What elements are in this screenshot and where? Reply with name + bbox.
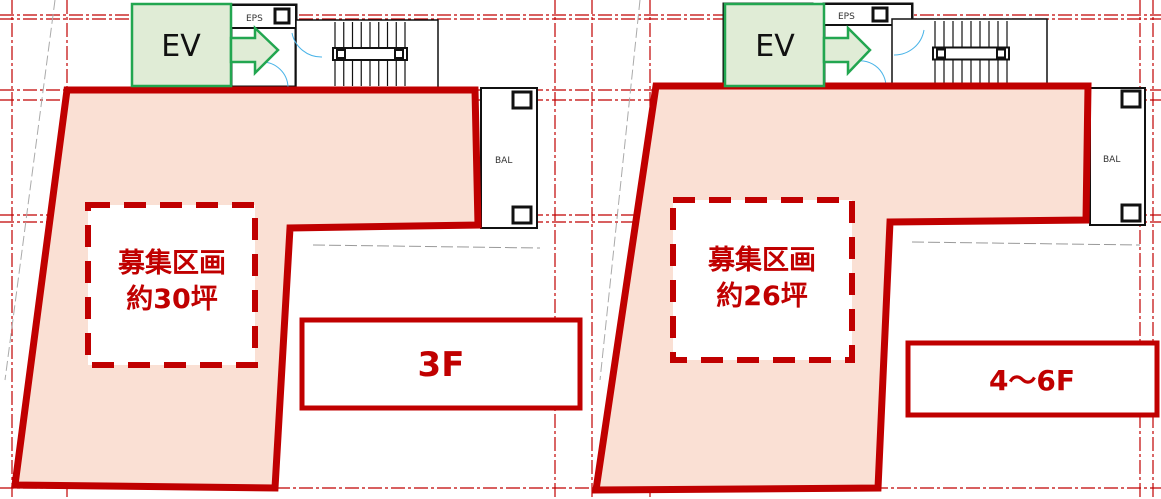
area-title: 募集区画: [117, 247, 226, 279]
elevator: [130, 2, 233, 88]
column: [871, 6, 889, 23]
eps-label: EPS: [838, 12, 855, 22]
elevator: [723, 2, 826, 88]
column: [1120, 89, 1142, 109]
door-swing: [291, 32, 323, 58]
column: [511, 90, 533, 110]
area-size: 約30坪: [126, 283, 218, 315]
door-swing: [893, 29, 925, 56]
balcony: [1089, 87, 1146, 226]
area-size: 約26坪: [716, 280, 808, 312]
floor-label-box: [299, 317, 583, 411]
grid-line: [911, 241, 1141, 246]
floor-label: 4〜6F: [989, 364, 1075, 397]
floor-label: 3F: [418, 345, 465, 385]
stairs: [332, 22, 408, 86]
area-label-box: [670, 197, 855, 363]
bal-label: BAL: [495, 156, 512, 166]
area-title: 募集区画: [707, 244, 816, 276]
grid-line: [4, 0, 56, 381]
bal-label: BAL: [1103, 155, 1120, 165]
arrow-right-icon: [229, 25, 280, 77]
arrow-right-icon: [822, 24, 872, 77]
column: [273, 7, 291, 25]
panel-4-6f: EPS BAL 募集区画 約26坪 EV 4〜6F: [591, 2, 1160, 494]
stair-core: EPS BAL: [229, 3, 538, 229]
stairs: [932, 21, 1010, 86]
ev-label: EV: [161, 29, 201, 64]
eps-label: EPS: [246, 14, 263, 24]
balcony: [480, 87, 538, 229]
column: [1120, 203, 1142, 223]
column: [511, 205, 533, 225]
grid-line: [312, 244, 541, 249]
panel-3f: EPS BAL 募集区画 約30坪 EV 3F: [11, 2, 583, 492]
area-label-box: [85, 202, 258, 368]
floor-label-box: [905, 340, 1160, 418]
ev-label: EV: [755, 29, 795, 64]
grid-line: [599, 0, 641, 381]
